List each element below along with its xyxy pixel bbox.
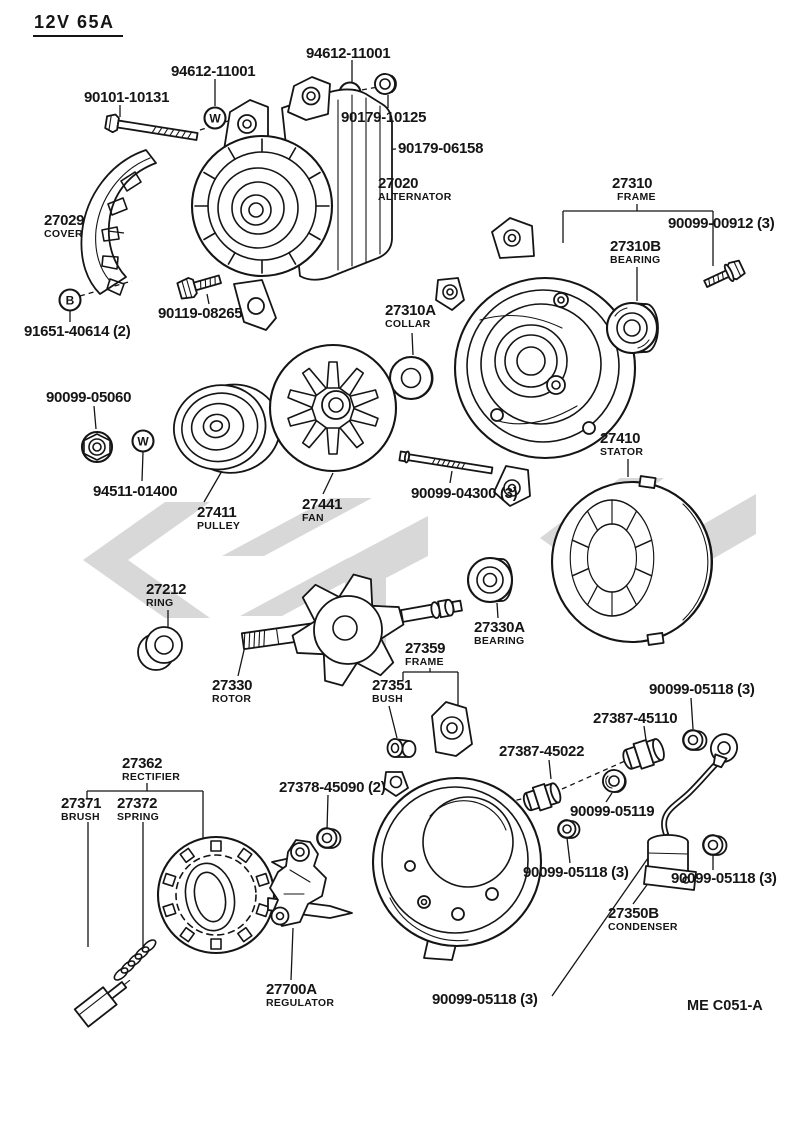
plug-45022-drawing	[522, 782, 562, 812]
regulator-drawing	[269, 839, 327, 927]
part-label-90099-00912: 90099-00912 (3)	[668, 215, 775, 232]
part-label-91651-40614: 91651-40614 (2)	[24, 323, 131, 340]
washer-nut-left: W	[203, 106, 227, 130]
part-label-94511-01400: 94511-01400	[93, 483, 178, 500]
part-label-27387-45022: 27387-45022	[499, 743, 585, 760]
bearing-marker: B	[66, 294, 75, 308]
washer-marker: W	[137, 435, 149, 449]
part-label-90099-05118-a: 90099-05118 (3)	[649, 681, 755, 698]
bearing-27310b-drawing	[605, 301, 659, 355]
part-label-90099-05118-d: 90099-05118 (3)	[432, 991, 538, 1008]
condenser-drawing	[643, 733, 739, 891]
part-label-90179-10125: 90179-10125	[341, 109, 427, 126]
diagram-code: ME C051-A	[687, 998, 763, 1014]
nut-90179-10125-drawing	[374, 73, 397, 95]
pulley-drawing	[172, 383, 282, 474]
plug-45110-drawing	[622, 738, 665, 770]
part-label-27378-45090: 27378-45090 (2)	[279, 779, 386, 796]
nut-05118b-drawing	[557, 819, 581, 839]
part-label-90099-05119: 90099-05119	[570, 803, 655, 820]
bearing-27330a-drawing	[466, 556, 514, 604]
rectifier-drawing	[156, 835, 353, 955]
part-label-90099-05118-c: 90099-05118 (3)	[671, 870, 777, 887]
nut-05119-drawing	[602, 769, 627, 793]
part-label-94612-11001-b: 94612-11001	[171, 63, 256, 80]
cover-drawing	[80, 149, 157, 296]
nut-05060-drawing	[80, 430, 114, 464]
bush-drawing	[386, 738, 417, 758]
part-label-90099-04300: 90099-04300 (3)	[411, 485, 518, 502]
ring-drawing	[137, 626, 183, 671]
collar-drawing	[388, 355, 434, 401]
brush-drawing	[73, 979, 131, 1028]
bolt-00912-drawing	[703, 259, 746, 288]
fan-drawing	[268, 343, 398, 473]
bolt-90119-drawing	[176, 274, 222, 300]
part-label-27387-45110: 27387-45110	[593, 710, 678, 727]
stator-drawing	[550, 475, 714, 646]
stud-04300-drawing	[398, 450, 494, 475]
part-label-90099-05060: 90099-05060	[46, 389, 132, 406]
bolt-90101-drawing	[104, 113, 199, 141]
washer-marker: W	[209, 112, 221, 126]
washer-27378-drawing	[316, 827, 342, 849]
front-frame-drawing	[371, 701, 543, 961]
part-label-94612-11001-a: 94612-11001	[306, 45, 391, 62]
spring-drawing	[113, 939, 157, 981]
rear-frame-drawing	[435, 217, 637, 507]
rotor-drawing	[240, 571, 463, 689]
washer-nut-94511: W	[131, 429, 155, 453]
alternator-drawing	[190, 76, 393, 331]
nut-05118a-drawing	[682, 729, 708, 751]
part-label-90179-06158: 90179-06158	[398, 140, 484, 157]
nut-05118c-drawing	[702, 834, 728, 856]
part-label-90101-10131: 90101-10131	[84, 89, 170, 106]
part-label-90119-08265: 90119-08265	[158, 305, 243, 322]
page-title: 12V 65A	[33, 12, 123, 37]
part-label-90099-05118-b: 90099-05118 (3)	[523, 864, 629, 881]
nut-91651-drawing: B	[58, 288, 82, 312]
